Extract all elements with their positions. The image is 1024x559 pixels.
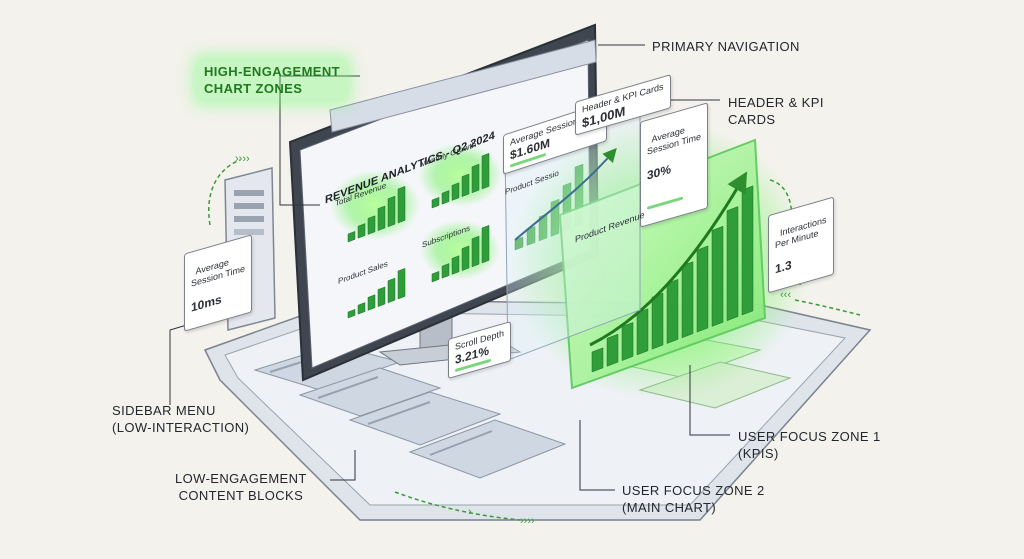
chip-avg-session-left-label: Average Session Time [191, 257, 245, 289]
total-revenue-bar [398, 186, 405, 223]
subscriptions-bar [462, 246, 469, 271]
monthly-growth-bar [482, 153, 489, 189]
main-chart-bar [652, 293, 663, 349]
monthly-growth-bar [452, 183, 459, 201]
main-chart-bar [667, 279, 678, 343]
callout-primary-navigation: PRIMARY NAVIGATION [652, 38, 800, 55]
total-revenue-bar [368, 216, 375, 235]
chip-interactions-value: 1.3 [775, 250, 827, 276]
main-chart-bar [682, 262, 693, 338]
svg-text:››››: ›››› [235, 153, 250, 165]
main-chart-bar [742, 186, 753, 315]
subscriptions-bar [452, 256, 459, 275]
callout-header-kpi: HEADER & KPI CARDS [728, 94, 824, 128]
main-chart-bar [727, 207, 738, 321]
callout-focus-zone-1: USER FOCUS ZONE 1 (KPIs) [738, 428, 881, 462]
subscriptions-bar [472, 236, 479, 267]
monthly-growth-bar [442, 191, 449, 205]
chip-avg-session-right-bar [647, 196, 683, 209]
callout-focus-zone-2: USER FOCUS ZONE 2 (MAIN CHART) [622, 482, 765, 516]
svg-text:›: › [468, 506, 472, 518]
main-chart-bar [622, 322, 633, 360]
main-chart-bar [697, 246, 708, 332]
main-chart-bar [712, 226, 723, 326]
callout-sidebar-menu: SIDEBAR MENU (LOW-INTERACTION) [112, 402, 249, 436]
monthly-growth-bar [462, 174, 469, 197]
svg-text:‹‹‹: ‹‹‹ [780, 289, 791, 301]
chip-interactions-label: Interactions Per Minute [775, 215, 827, 251]
main-chart-bar [607, 334, 618, 366]
subscriptions-bar [442, 264, 449, 279]
svg-text:››››: ›››› [520, 515, 535, 527]
product-sales-bar [368, 295, 375, 311]
subscriptions-bar [482, 225, 489, 263]
total-revenue-bar [388, 196, 395, 227]
product-sales-bar [378, 287, 385, 307]
chip-avg-session-right-value: 30% [647, 155, 701, 181]
total-revenue-bar [378, 206, 385, 231]
chip-avg-session-right-label: Average Session Time [647, 125, 701, 157]
callout-low-engagement: LOW-ENGAGEMENT CONTENT BLOCKS [175, 470, 307, 504]
product-sales-bar [398, 268, 405, 299]
main-chart-bar [637, 309, 648, 355]
callout-high-engagement: HIGH-ENGAGEMENT CHART ZONES [198, 60, 346, 100]
main-chart-bar [592, 348, 603, 372]
chip-avg-session-right: Average Session Time 30% [640, 102, 708, 228]
chip-avg-session-left-value: 10ms [191, 287, 245, 313]
monthly-growth-bar [472, 164, 479, 193]
total-revenue-bar [358, 224, 365, 239]
product-sales-bar [388, 278, 395, 303]
